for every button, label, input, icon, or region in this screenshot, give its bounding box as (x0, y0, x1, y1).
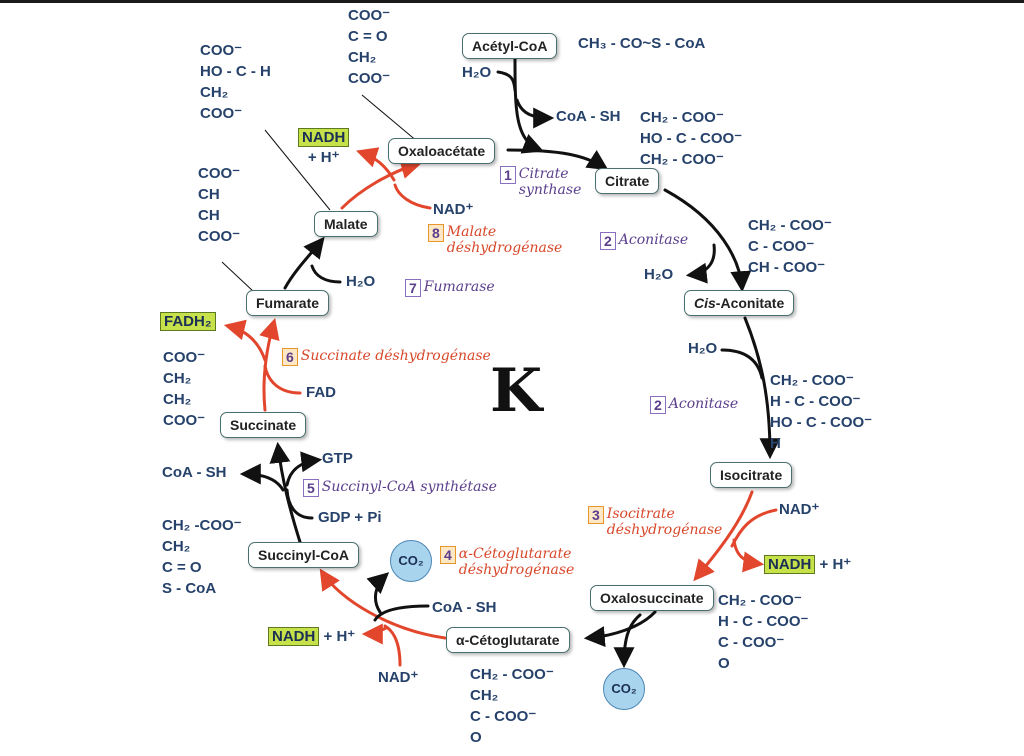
arrow-akg-to-succinylcoa (319, 568, 447, 640)
co2-akg: CO₂ (390, 540, 432, 582)
connector-malate (264, 129, 331, 211)
node-oxaloacetate: Oxaloacétate (388, 138, 496, 164)
node-isocitrate: Isocitrate (710, 462, 793, 488)
formula-citrate: CH₂ - COO⁻ HO - C - COO⁻ CH₂ - COO⁻ (640, 109, 743, 168)
arrow-nadh-isocitrate (732, 538, 765, 573)
nadh-akg-badge: NADH (268, 627, 320, 646)
arrow-h2o-out-1 (685, 243, 716, 284)
arrow-gdp-in (285, 488, 314, 520)
arrow-citrate-to-cisaconitate (663, 188, 752, 293)
node-succinyl-coa: Succinyl-CoA (248, 542, 360, 568)
arrow-nad-akg (383, 624, 402, 667)
arrow-oxalosuccinate-to-akg (583, 610, 657, 648)
h-akg: + H⁺ (323, 628, 356, 645)
node-malate: Malate (314, 211, 378, 237)
cofactor-nad-malate: NAD⁺ (433, 201, 474, 218)
node-succinate: Succinate (220, 412, 307, 438)
arrow-nad-isocitrate (730, 508, 778, 548)
cofactor-h2o-citrate: H₂O (462, 64, 492, 81)
cofactor-coa-sh-akg: CoA - SH (432, 599, 497, 616)
formula-oxaloacetate: COO⁻ C = O CH₂ COO⁻ (348, 7, 391, 87)
node-citrate: Citrate (595, 168, 660, 194)
cofactor-fad: FAD (306, 384, 336, 401)
formula-cis-aconitate: CH₂ - COO⁻ C - COO⁻ CH - COO⁻ (748, 217, 832, 276)
arrow-nad-malate (393, 183, 432, 210)
fadh2-badge: FADH₂ (160, 312, 216, 331)
formula-acetyl-coa: CH₃ - CO~S - CoA (578, 35, 706, 52)
arrow-malate-to-oxaloacetate (340, 158, 423, 210)
h-isocitrate: + H⁺ (819, 556, 852, 573)
h-malate: + H⁺ (307, 149, 340, 166)
cofactor-gtp: GTP (322, 450, 353, 467)
formula-malate: COO⁻ HO - C - H CH₂ COO⁻ (200, 42, 271, 122)
node-oxalosuccinate: Oxalosuccinate (590, 585, 714, 611)
node-alpha-ketoglutarate: α-Cétoglutarate (446, 627, 570, 653)
connector-fumarate (221, 261, 255, 293)
formula-alpha-ketoglutarate: CH₂ - COO⁻ CH₂ C - COO⁻ O (470, 666, 554, 746)
nadh-malate-badge: NADH (298, 128, 350, 147)
cofactor-h2o-fumarase: H₂O (346, 273, 376, 290)
nadh-isocitrate-badge: NADH (764, 555, 816, 574)
cofactor-nadh-malate: NADH + H⁺ (298, 128, 350, 168)
arrow-co2-oxalosuccinate (613, 613, 642, 669)
arrow-nadh-akg (361, 623, 388, 645)
formula-succinyl-coa: CH₂ -COO⁻ CH₂ C = O S - CoA (162, 517, 242, 597)
node-cis-aconitate: Cis-Aconitate (684, 290, 795, 316)
cis-prefix: Cis (694, 295, 716, 311)
formula-isocitrate: CH₂ - COO⁻ H - C - COO⁻ HO - C - COO⁻ H (770, 372, 873, 452)
cofactor-coa-sh-succ: CoA - SH (162, 464, 227, 481)
cofactor-gdp-pi: GDP + Pi (318, 509, 382, 526)
arrow-coash-out-succ (239, 463, 285, 492)
arrow-isocitrate-to-oxalosuccinate (693, 490, 754, 582)
arrow-gtp-out (285, 451, 323, 487)
arrow-fadh2-out (223, 319, 267, 362)
connector-oxaloacetate (361, 94, 419, 143)
arrow-fad-in (263, 364, 302, 395)
arrow-succinylcoa-to-succinate (269, 441, 302, 544)
center-label: K (490, 356, 543, 426)
arrow-co2-out-akg (366, 572, 390, 614)
cofactor-h2o-aconitase-2: H₂O (688, 340, 718, 357)
cofactor-h2o-aconitase-1: H₂O (644, 266, 674, 283)
arrow-cisaconitate-to-isocitrate (743, 316, 781, 460)
formula-oxalosuccinate: CH₂ - COO⁻ H - C - COO⁻ C - COO⁻ O (718, 592, 809, 672)
co2-oxalosuccinate: CO₂ (603, 668, 645, 710)
arrow-h2o-in-fumarase (310, 264, 342, 284)
cofactor-fadh2: FADH₂ (160, 312, 216, 331)
arrow-coash-out (515, 98, 555, 129)
cofactor-nad-akg: NAD⁺ (378, 669, 419, 686)
cofactor-coa-sh-citrate: CoA - SH (556, 108, 621, 125)
arrow-coash-in-akg (373, 604, 430, 622)
arrow-acetyl-to-citrate (513, 56, 544, 154)
arrow-oxaloacetate-to-citrate (506, 148, 609, 171)
formula-fumarate: COO⁻ CH CH COO⁻ (198, 165, 241, 245)
arrow-fumarate-to-malate (283, 236, 325, 290)
arrow-h2o-in (496, 70, 517, 92)
node-acetyl-coa: Acétyl-CoA (462, 33, 558, 59)
formula-succinate: COO⁻ CH₂ CH₂ COO⁻ (163, 349, 206, 429)
cis-aconitate-rest: -Aconitate (715, 295, 785, 311)
cofactor-nad-isocitrate: NAD⁺ (779, 501, 820, 518)
cofactor-nadh-isocitrate: NADH + H⁺ (764, 555, 852, 574)
arrow-h2o-in-2 (720, 348, 764, 380)
top-border (0, 0, 1024, 3)
node-fumarate: Fumarate (246, 290, 330, 316)
cofactor-nadh-akg: NADH + H⁺ (268, 627, 356, 646)
arrow-nadh-malate (356, 147, 396, 182)
